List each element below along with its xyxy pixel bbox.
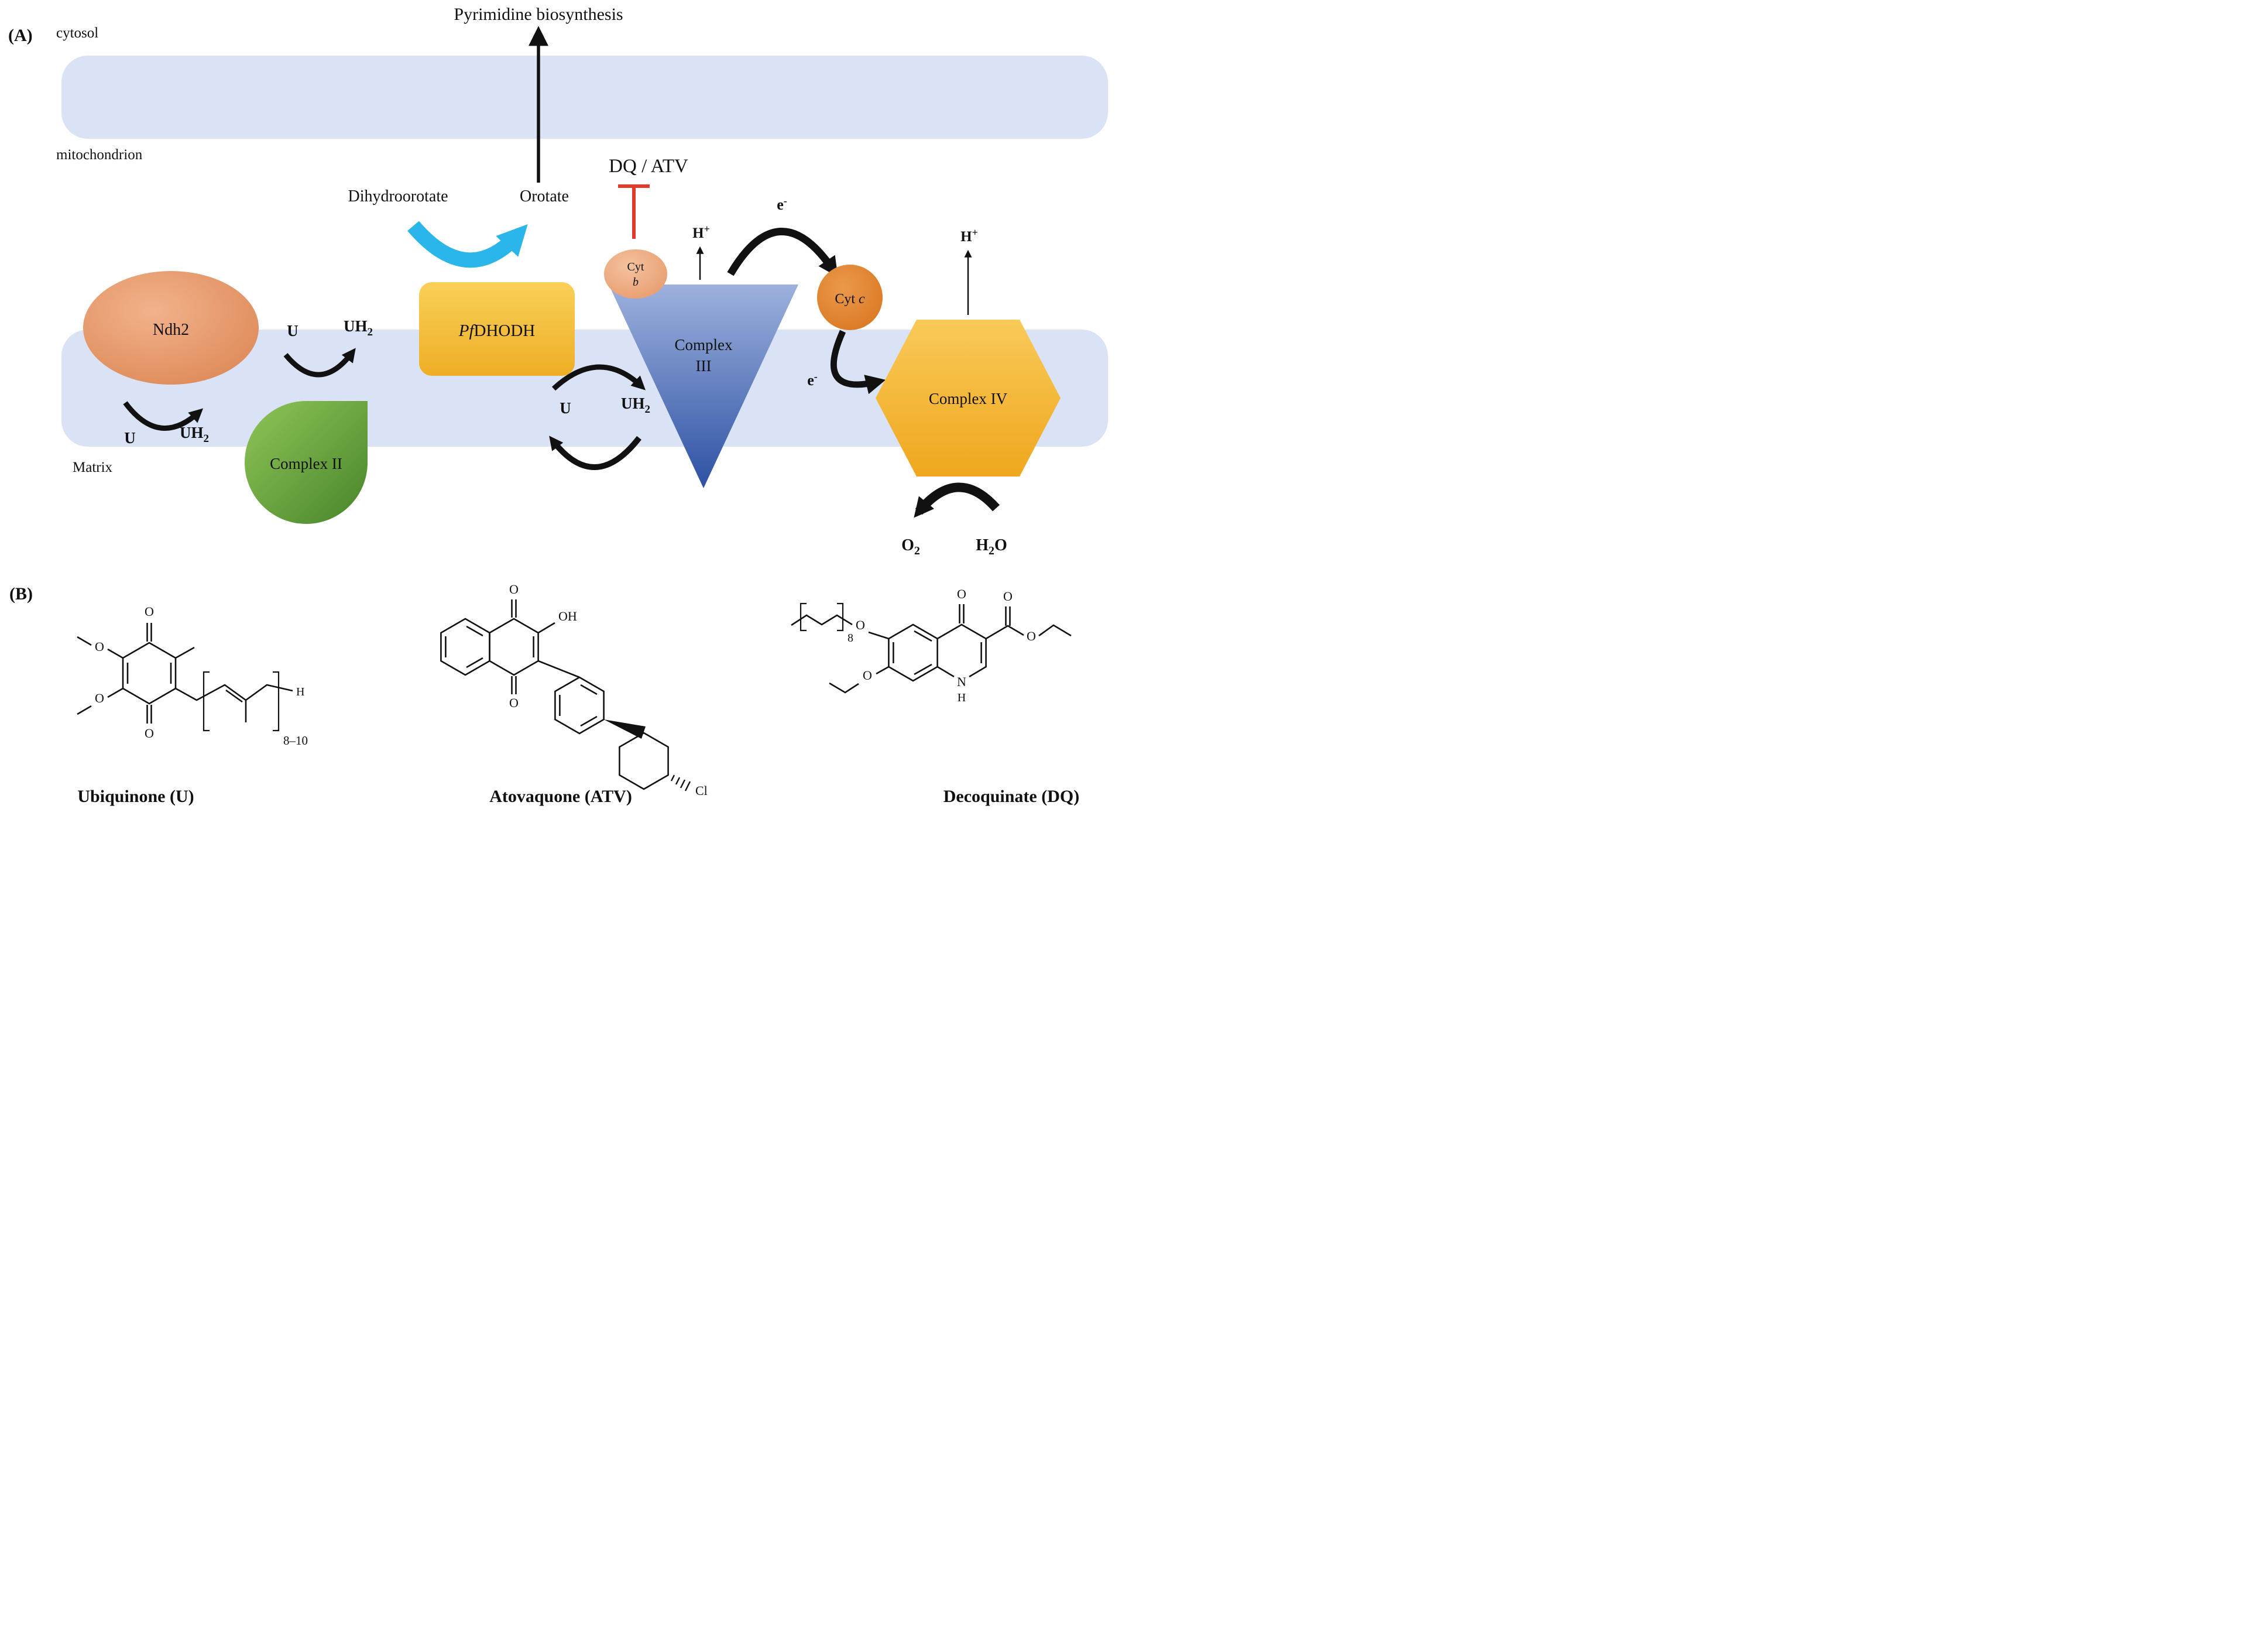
pyrimidine-biosynthesis-label: Pyrimidine biosynthesis [454, 5, 623, 24]
ubiquinone-structure: O O O O H 8–10 Ubiquinone (U) [77, 604, 308, 806]
ubiquinone-o-top: O [145, 604, 154, 619]
ubiquinone-bonds [77, 636, 293, 722]
ubiquinone-o-methoxy-top: O [95, 639, 104, 654]
h-plus-label-complex-iv: H+ [960, 227, 978, 245]
decoquinate-brackets [800, 602, 844, 632]
node-cyt-c [817, 265, 883, 330]
pfdhodh-label: PfDHODH [458, 321, 536, 340]
atovaquone-cl: Cl [695, 783, 708, 798]
atovaquone-o-top: O [509, 582, 519, 597]
electron-arrow-cytc-to-civ [830, 330, 886, 395]
atovaquone-oh: OH [558, 609, 577, 623]
panel-b-label: (B) [9, 584, 33, 604]
decoquinate-o-decyloxy: O [856, 618, 865, 632]
node-complex-iv [876, 320, 1061, 477]
figure-root: (A) cytosol mitochondrion Matrix Pyrimid… [0, 0, 1134, 818]
atovaquone-bonds [440, 618, 669, 790]
decoquinate-structure: O O O O O N H 8 Decoquinate (DQ) [791, 587, 1079, 806]
atovaquone-wedge-bond [603, 719, 646, 739]
ubiquinone-repeat-subscript: 8–10 [283, 733, 308, 748]
node-cyt-b [604, 249, 667, 299]
electron-label-2: e- [807, 371, 818, 389]
uh2-label-complex-iii: UH2 [621, 395, 650, 416]
inhibition-tbar-icon [618, 184, 650, 239]
electron-arrow-ciii-to-cytc [727, 228, 838, 277]
cyt-b-label-line1: Cyt [627, 260, 644, 273]
ubiquinone-brackets [203, 671, 280, 732]
cyt-b-label-line2: b [633, 276, 639, 289]
uh2-label-ndh2: UH2 [180, 424, 209, 445]
node-pfdhodh [419, 282, 575, 376]
decoquinate-double-bonds [893, 604, 1011, 676]
complex-iv-label: Complex IV [929, 390, 1008, 407]
outer-membrane-band [61, 56, 1108, 139]
u-label-complex-ii: U [287, 322, 298, 340]
ubiquinone-double-bonds [126, 623, 243, 724]
decoquinate-n: N [957, 674, 966, 689]
ndh2-u-to-uh2-arrow [123, 401, 204, 431]
uh2-label-complex-ii: UH2 [344, 317, 373, 338]
ndh2-label: Ndh2 [153, 321, 189, 339]
complex-ii-u-to-uh2-arrow [283, 348, 356, 378]
inhibitor-label: DQ / ATV [609, 156, 688, 177]
dihydroorotate-label: Dihydroorotate [348, 187, 448, 205]
complex-iii-label-line1: Complex [675, 336, 733, 354]
ubiquinone-o-bottom: O [145, 726, 154, 741]
matrix-label: Matrix [73, 460, 113, 475]
atovaquone-double-bonds [445, 599, 598, 727]
figure-svg: (A) cytosol mitochondrion Matrix Pyrimid… [8, 5, 1108, 806]
node-complex-ii [245, 401, 368, 524]
h-plus-label-complex-iii: H+ [692, 223, 710, 241]
atovaquone-structure: O O OH Cl Atovaquone (ATV) [440, 582, 708, 806]
decoquinate-repeat-subscript: 8 [848, 632, 853, 645]
u-label-complex-iii: U [560, 399, 571, 417]
atovaquone-o-bottom: O [509, 695, 519, 710]
dhodh-reaction-arrow [407, 221, 528, 268]
node-complex-iii [609, 285, 798, 488]
mitochondrion-label: mitochondrion [56, 147, 143, 163]
decoquinate-nh-h: H [958, 691, 966, 704]
decoquinate-o-carbonyl: O [1003, 589, 1013, 604]
orotate-label: Orotate [520, 187, 569, 205]
decoquinate-o-ring: O [957, 587, 966, 601]
h2o-label: H2O [976, 536, 1007, 557]
ubiquinone-h-terminal: H [296, 685, 304, 698]
panel-a-label: (A) [8, 26, 33, 45]
node-ndh2 [83, 271, 259, 385]
ubiquinone-name: Ubiquinone (U) [77, 787, 194, 806]
decoquinate-name: Decoquinate (DQ) [943, 787, 1079, 806]
complex-ii-label: Complex II [270, 455, 342, 472]
electron-label-1: e- [777, 195, 787, 213]
decoquinate-bonds [791, 614, 1072, 694]
decoquinate-o-ethoxy: O [863, 668, 872, 683]
u-label-ndh2: U [124, 429, 136, 447]
decoquinate-o-ester: O [1027, 629, 1036, 643]
ubiquinone-o-methoxy-bottom: O [95, 691, 104, 705]
atovaquone-hash-bond [670, 774, 691, 791]
cytosol-label: cytosol [56, 25, 98, 41]
h2o-to-o2-arrow [914, 482, 1000, 518]
o2-label: O2 [901, 536, 920, 557]
q-cycle-arrow-bottom [549, 436, 641, 470]
atovaquone-name: Atovaquone (ATV) [489, 787, 632, 806]
q-cycle-arrow-top [551, 364, 646, 391]
complex-iii-label-line2: III [696, 357, 712, 375]
